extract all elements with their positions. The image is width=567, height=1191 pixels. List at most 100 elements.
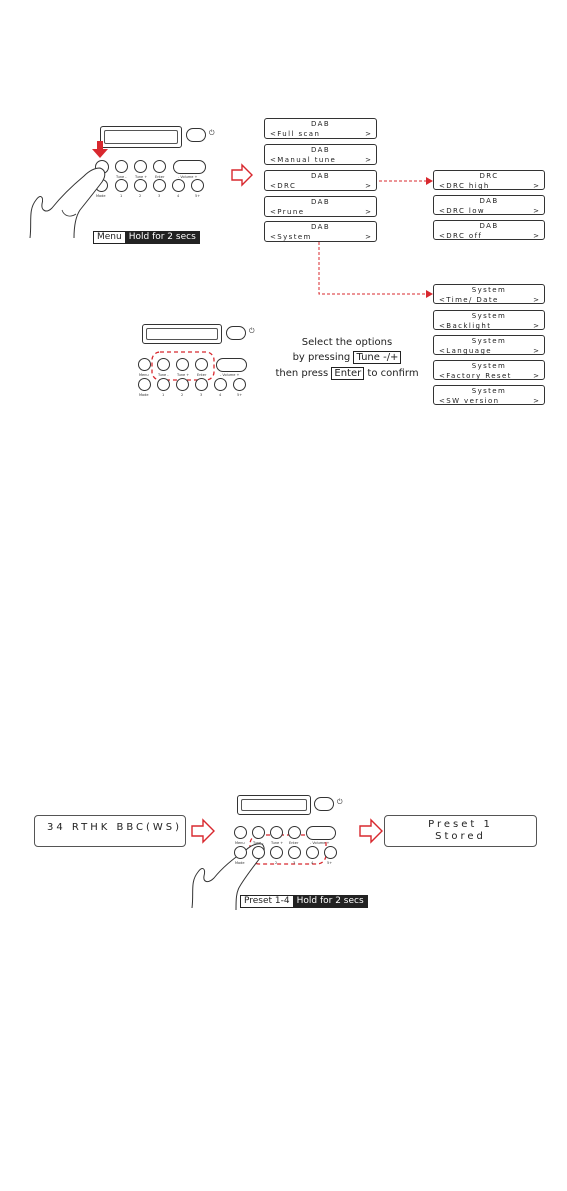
drc-screen-low: DAB<DRC low>: [433, 195, 545, 215]
label-2-2: 2: [181, 393, 184, 397]
power-button-3[interactable]: [314, 797, 334, 811]
preset-result-line1: Preset 1: [428, 819, 493, 830]
system-screen-factory-reset: System<Factory Reset>: [433, 360, 545, 380]
power-icon-2: ⏻: [249, 327, 255, 335]
preset-5-button-3[interactable]: [324, 846, 337, 859]
label-enter: Enter: [155, 175, 165, 179]
label-3-2: 3: [200, 393, 203, 397]
preset-key-label: Preset 1-4: [240, 895, 294, 908]
label-4-3: 4: [311, 861, 314, 865]
system-screen-language: System<Language>: [433, 335, 545, 355]
label-tune-plus: Tune +: [135, 175, 148, 179]
label-tune-plus-2: Tune +: [177, 373, 190, 377]
system-screen-time-date: System<Time/ Date>: [433, 284, 545, 304]
tune-minus-button-2[interactable]: [157, 358, 170, 371]
instructions-line2: by pressing Tune -/+: [272, 351, 422, 364]
label-1-2: 1: [162, 393, 165, 397]
flow-arrow-icon-3: [359, 818, 383, 844]
press-arrow-icon: [92, 141, 108, 158]
label-2-3: 2: [275, 861, 278, 865]
preset-result-line2: Stored: [435, 831, 486, 842]
label-5plus-3: 5+: [327, 861, 333, 865]
drc-screen-high: DRC<DRC high>: [433, 170, 545, 190]
radio-display-3: [237, 795, 311, 815]
flow-arrow-icon-2: [191, 818, 215, 844]
label-enter-2: Enter: [197, 373, 207, 377]
label-3-3: 3: [293, 861, 296, 865]
radio-display: [100, 126, 182, 148]
label-volume-3: - Volume +: [310, 841, 330, 845]
menu-button-3[interactable]: [234, 826, 247, 839]
label-1: 1: [120, 194, 123, 198]
volume-button[interactable]: [173, 160, 206, 174]
label-menu-3: Menu: [235, 841, 245, 845]
tune-plus-button-2[interactable]: [176, 358, 189, 371]
system-screen-sw-version: System<SW version>: [433, 385, 545, 405]
preset-3-button-2[interactable]: [195, 378, 208, 391]
tune-plus-button[interactable]: [134, 160, 147, 173]
label-menu-2: Menu: [139, 373, 149, 377]
tune-minus-button[interactable]: [115, 160, 128, 173]
label-4-2: 4: [219, 393, 222, 397]
preset-1-button-2[interactable]: [157, 378, 170, 391]
station-display: 34 RTHK BBC(WS): [34, 815, 186, 847]
power-button-2[interactable]: [226, 326, 246, 340]
dab-screen-manual-tune: DAB<Manual tune>: [264, 144, 377, 165]
hold-text: Hold for 2 secs: [128, 232, 196, 242]
enter-button-2[interactable]: [195, 358, 208, 371]
menu-key-label: Menu: [93, 231, 126, 244]
flow-arrow-icon: [231, 163, 253, 187]
label-4: 4: [177, 194, 180, 198]
mode-button-2[interactable]: [138, 378, 151, 391]
label-tune-plus-3: Tune +: [271, 841, 284, 845]
label-mode-3: Mode: [235, 861, 245, 865]
label-5plus-2: 5+: [237, 393, 243, 397]
power-button[interactable]: [186, 128, 206, 142]
preset-1-button[interactable]: [115, 179, 128, 192]
preset-2-button-3[interactable]: [270, 846, 283, 859]
enter-button[interactable]: [153, 160, 166, 173]
label-volume: - Volume +: [178, 175, 198, 179]
enter-button-3[interactable]: [288, 826, 301, 839]
preset-1-button-3[interactable]: [252, 846, 265, 859]
label-tune-minus: Tune -: [116, 175, 127, 179]
power-icon: ⏻: [209, 129, 215, 137]
tune-minus-button-3[interactable]: [252, 826, 265, 839]
dab-screen-system: DAB<System>: [264, 221, 377, 242]
label-tune-minus-2: Tune -: [158, 373, 169, 377]
preset-2-button-2[interactable]: [176, 378, 189, 391]
preset-4-button-3[interactable]: [306, 846, 319, 859]
drc-screen-off: DAB<DRC off>: [433, 220, 545, 240]
preset-3-button[interactable]: [153, 179, 166, 192]
tune-key-label: Tune -/+: [353, 351, 402, 364]
label-tune-minus-3: Tune -: [253, 841, 264, 845]
instructions-line1: Select the options: [301, 337, 393, 348]
preset-2-button[interactable]: [134, 179, 147, 192]
preset-hold-text: Hold for 2 secs: [296, 896, 364, 906]
label-5plus: 5+: [195, 194, 201, 198]
dab-screen-prune: DAB<Prune>: [264, 196, 377, 217]
preset-4-button-2[interactable]: [214, 378, 227, 391]
mode-button-3[interactable]: [234, 846, 247, 859]
system-screen-backlight: System<Backlight>: [433, 310, 545, 330]
label-mode: Mode: [96, 194, 106, 198]
preset-5-button-2[interactable]: [233, 378, 246, 391]
label-3: 3: [158, 194, 161, 198]
dab-screen-full-scan: DAB<Full scan>: [264, 118, 377, 139]
volume-button-2[interactable]: [216, 358, 247, 372]
instructions: Select the options by pressing Tune -/+ …: [272, 336, 422, 380]
label-volume-2: - Volume +: [220, 373, 240, 377]
menu-button-2[interactable]: [138, 358, 151, 371]
volume-button-3[interactable]: [306, 826, 336, 840]
dab-screen-drc: DAB<DRC>: [264, 170, 377, 191]
label-2: 2: [139, 194, 142, 198]
tune-plus-button-3[interactable]: [270, 826, 283, 839]
label-mode-2: Mode: [139, 393, 149, 397]
preset-3-button-3[interactable]: [288, 846, 301, 859]
preset-5-button[interactable]: [191, 179, 204, 192]
hand-icon: [29, 167, 106, 239]
preset-4-button[interactable]: [172, 179, 185, 192]
